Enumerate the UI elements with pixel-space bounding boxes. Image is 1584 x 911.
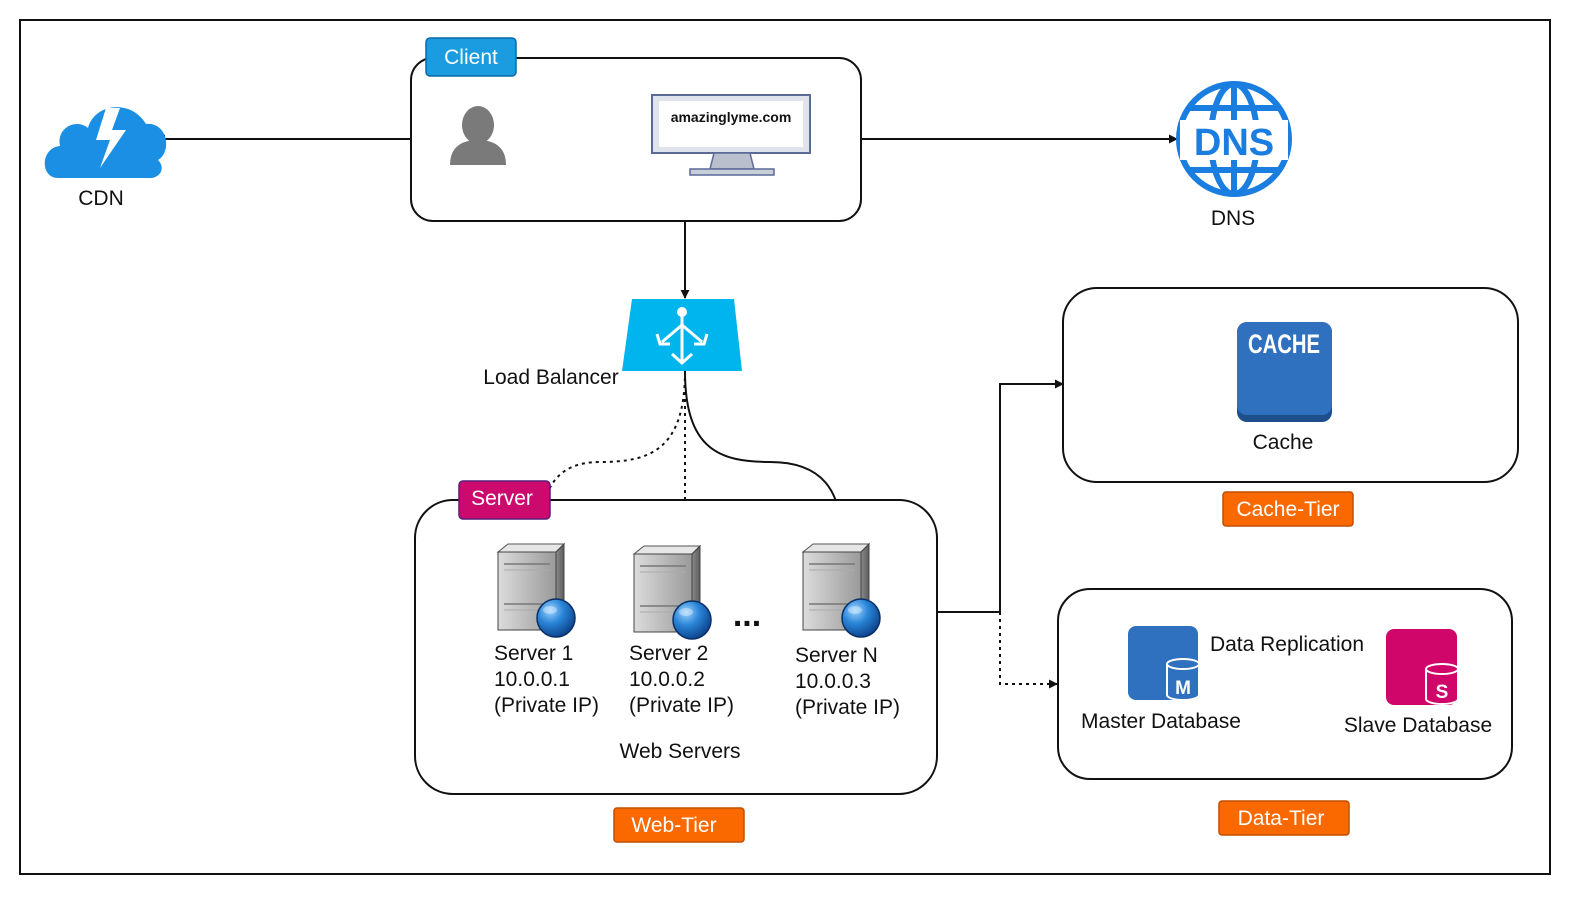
slave-db-letter: S	[1436, 682, 1449, 703]
server-2-name: Server 2	[629, 642, 708, 665]
server-1-ip: 10.0.0.1	[494, 668, 570, 691]
master-db-cylinder-icon	[1166, 658, 1200, 701]
web-tier-group: Server Server 1 10.0.0.1 (Private IP) Se…	[414, 480, 938, 843]
cache-icon	[1237, 322, 1332, 415]
cache-tier-tag-label: Cache-Tier	[1236, 498, 1339, 521]
cdn-node: CDN	[44, 107, 167, 210]
cdn-cloud-icon	[44, 107, 167, 178]
slave-db-label: Slave Database	[1344, 714, 1492, 737]
client-tag	[425, 37, 517, 77]
web-tier-tag	[613, 807, 745, 843]
server-2-ip: 10.0.0.2	[629, 668, 705, 691]
client-group: Client amazinglyme.com	[410, 37, 862, 222]
server-n-note: (Private IP)	[795, 696, 900, 719]
data-tier-group: M Master Database Data Replication S Sla…	[1057, 588, 1513, 836]
master-db-label: Master Database	[1081, 710, 1241, 733]
slave-db-cylinder-icon	[1425, 663, 1459, 705]
outer-frame	[19, 19, 1551, 875]
data-tier-tag-label: Data-Tier	[1238, 807, 1325, 830]
server-n-ip: 10.0.0.3	[795, 670, 871, 693]
server-1-name: Server 1	[494, 642, 573, 665]
server-2-note: (Private IP)	[629, 694, 734, 717]
server-tag	[458, 480, 551, 520]
cache-label: Cache	[1253, 431, 1314, 454]
server-icon	[802, 543, 881, 638]
server-tag-label: Server	[471, 487, 533, 510]
server-icon	[497, 543, 576, 638]
dns-band	[1180, 120, 1288, 160]
lightning-icon	[96, 108, 126, 168]
dns-icon-text: DNS	[1194, 122, 1274, 164]
cache-icon-text: CACHE	[1248, 329, 1320, 359]
split-arrows-icon	[655, 312, 709, 366]
web-servers-label: Web Servers	[620, 740, 741, 763]
edge-web-to-data	[999, 612, 1058, 689]
load-balancer-node: Load Balancer	[483, 299, 742, 389]
dns-label: DNS	[1211, 207, 1255, 230]
dns-node: DNS DNS	[1176, 81, 1292, 230]
user-icon	[450, 106, 506, 165]
slave-db-node: S Slave Database	[1344, 629, 1492, 737]
data-replication-label: Data Replication	[1210, 633, 1364, 656]
server-n-node: Server N 10.0.0.3 (Private IP)	[795, 543, 900, 719]
server-1-note: (Private IP)	[494, 694, 599, 717]
server-1-node: Server 1 10.0.0.1 (Private IP)	[494, 543, 599, 717]
monitor-icon: amazinglyme.com	[651, 94, 811, 176]
servers-ellipsis: ...	[733, 596, 761, 634]
cache-tier-tag	[1222, 491, 1354, 527]
load-balancer-label: Load Balancer	[483, 366, 618, 389]
cache-tier-group: CACHE Cache Cache-Tier	[1062, 287, 1519, 527]
master-db-letter: M	[1175, 678, 1191, 699]
web-tier-tag-label: Web-Tier	[631, 814, 716, 837]
client-tag-label: Client	[444, 46, 498, 69]
master-db-node: M Master Database	[1081, 626, 1241, 733]
data-tier-tag	[1218, 800, 1350, 836]
cdn-label: CDN	[78, 187, 124, 210]
server-icon	[633, 545, 712, 640]
server-n-name: Server N	[795, 644, 878, 667]
server-2-node: Server 2 10.0.0.2 (Private IP)	[629, 545, 734, 717]
edge-web-to-cache	[938, 379, 1064, 613]
website-url: amazinglyme.com	[671, 109, 792, 125]
